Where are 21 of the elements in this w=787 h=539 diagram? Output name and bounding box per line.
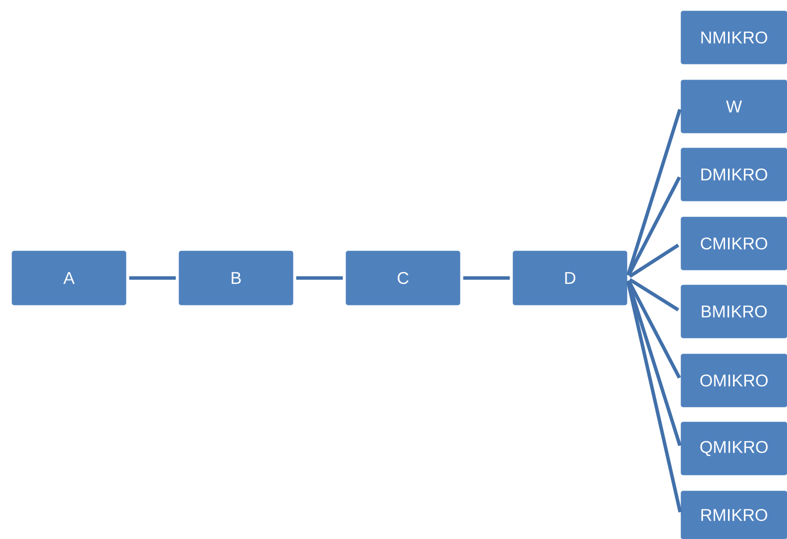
connector-line	[628, 278, 680, 312]
process-box: C	[346, 250, 460, 306]
process-box: OMIKRO	[680, 354, 787, 408]
process-box: QMIKRO	[680, 422, 787, 476]
process-box: A	[12, 250, 126, 306]
process-box: BMIKRO	[680, 284, 787, 338]
connector-line	[627, 280, 681, 379]
process-box: B	[178, 250, 294, 306]
process-box: D	[512, 250, 628, 306]
process-box: W	[680, 80, 787, 134]
connector-line	[626, 280, 682, 512]
connector-line	[628, 244, 680, 278]
connector-line	[463, 276, 510, 280]
process-box: DMIKRO	[680, 148, 787, 202]
process-box: RMIKRO	[680, 490, 787, 539]
connector-line	[627, 176, 681, 276]
connector-line	[296, 276, 343, 280]
process-box: CMIKRO	[680, 216, 787, 270]
connector-line	[129, 276, 176, 280]
connector-line	[626, 108, 682, 276]
process-box: NMIKRO	[680, 10, 787, 64]
